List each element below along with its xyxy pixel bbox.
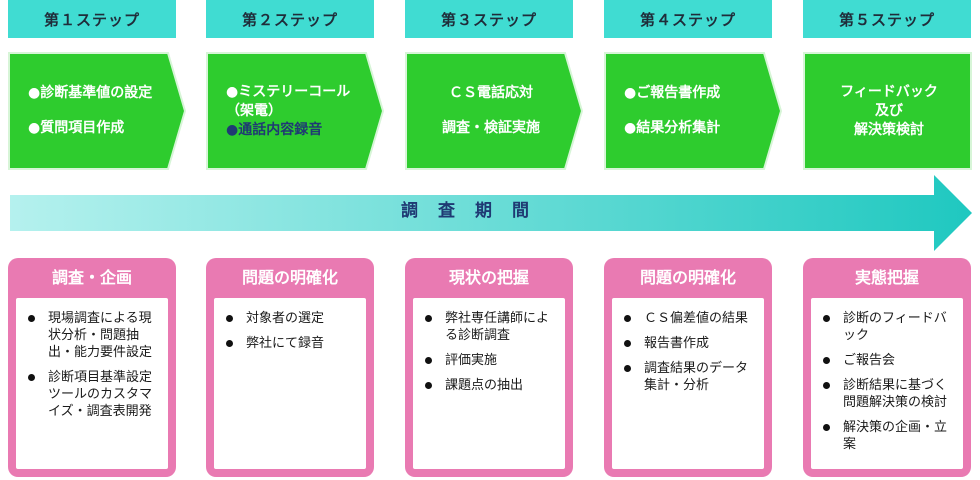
list-item: 調査結果のデータ集計・分析: [622, 360, 756, 394]
step-5-item-list: 診断のフィードバックご報告会診断結果に基づく問題解決策の検討解決策の企画・立案: [821, 310, 955, 453]
step-3-task-line: ＣＳ電話応対: [449, 85, 533, 101]
step-1-chevron-text: ●診断基準値の設定 ●質問項目作成: [8, 52, 178, 170]
step-1-item-list: 現場調査による現状分析・問題抽出・能力要件設定診断項目基準設定ツールのカスタマイ…: [26, 310, 160, 420]
step-5-chevron-shape: [803, 52, 972, 170]
step-4-card-title: 問題の明確化: [639, 268, 736, 287]
step-3-chevron-shape: [405, 52, 583, 170]
list-item: 弊社にて録音: [224, 335, 358, 352]
step-4-chevron: ●ご報告書作成 ●結果分析集計: [604, 52, 782, 170]
step-3-card-body: 弊社専任講師による診断調査評価実施課題点の抽出: [413, 298, 565, 469]
line-spacer: [28, 103, 172, 119]
step-2-chevron-shape: [206, 52, 384, 170]
step-5-task-line: 及び: [875, 102, 903, 119]
step-4-task-line: ●ご報告書作成: [624, 85, 721, 101]
step-5-chevron-text: フィードバック及び解決策検討: [803, 52, 973, 170]
step-2-card: 問題の明確化対象者の選定弊社にて録音: [206, 258, 374, 477]
step-1-task-line: ●診断基準値の設定: [28, 85, 153, 101]
step-5-card-body: 診断のフィードバックご報告会診断結果に基づく問題解決策の検討解決策の企画・立案: [811, 298, 963, 469]
step-5-card: 実態把握診断のフィードバックご報告会診断結果に基づく問題解決策の検討解決策の企画…: [803, 258, 971, 477]
step-1-chevron-shape: [8, 52, 186, 170]
step-3-card-title: 現状の把握: [448, 268, 529, 287]
step-2-task-line: （架電）: [226, 102, 282, 119]
step-4-task-line: ●結果分析集計: [624, 120, 721, 136]
step-5-task-line: フィードバック: [840, 83, 938, 100]
step-3-chevron-text: ＣＳ電話応対調査・検証実施: [405, 52, 575, 170]
list-item: 現場調査による現状分析・問題抽出・能力要件設定: [26, 310, 160, 361]
step-4-label: 第４ステップ: [604, 0, 772, 38]
list-item: ご報告会: [821, 352, 955, 369]
step-1-label: 第１ステップ: [8, 0, 176, 38]
step-5-label: 第５ステップ: [803, 0, 971, 38]
step-2-label: 第２ステップ: [206, 0, 374, 38]
step-1-chevron: ●診断基準値の設定 ●質問項目作成: [8, 52, 186, 170]
step-1-card-title: 調査・企画: [51, 268, 132, 287]
step-4-card-body: ＣＳ偏差値の結果報告書作成調査結果のデータ集計・分析: [612, 298, 764, 469]
step-1-card: 調査・企画現場調査による現状分析・問題抽出・能力要件設定診断項目基準設定ツールの…: [8, 258, 176, 477]
step-1-task-line: ●質問項目作成: [28, 120, 125, 136]
list-item: 対象者の選定: [224, 310, 358, 327]
step-2-task-line: ●通話内容録音: [226, 121, 323, 138]
step-2-chevron: ●ミステリーコール （架電） ●通話内容録音: [206, 52, 384, 170]
step-3-item-list: 弊社専任講師による診断調査評価実施課題点の抽出: [423, 310, 557, 394]
step-2-chevron-text: ●ミステリーコール （架電） ●通話内容録音: [206, 52, 376, 170]
step-5-task-line: 解決策検討: [854, 121, 924, 138]
step-1-card-body: 現場調査による現状分析・問題抽出・能力要件設定診断項目基準設定ツールのカスタマイ…: [16, 298, 168, 469]
list-item: ＣＳ偏差値の結果: [622, 310, 756, 327]
step-3-card: 現状の把握弊社専任講師による診断調査評価実施課題点の抽出: [405, 258, 573, 477]
list-item: 弊社専任講師による診断調査: [423, 310, 557, 344]
step-4-chevron-text: ●ご報告書作成 ●結果分析集計: [604, 52, 774, 170]
step-2-card-body: 対象者の選定弊社にて録音: [214, 298, 366, 469]
list-item: 評価実施: [423, 352, 557, 369]
step-2-card-title: 問題の明確化: [241, 268, 338, 287]
list-item: 診断結果に基づく問題解決策の検討: [821, 377, 955, 411]
step-5-chevron: フィードバック及び解決策検討: [803, 52, 980, 170]
step-4-chevron-shape: [604, 52, 782, 170]
step-3-label: 第３ステップ: [405, 0, 573, 38]
step-2-item-list: 対象者の選定弊社にて録音: [224, 310, 358, 352]
period-arrow: [10, 175, 972, 251]
step-4-card: 問題の明確化 ＣＳ偏差値の結果報告書作成調査結果のデータ集計・分析: [604, 258, 772, 477]
list-item: 診断のフィードバック: [821, 310, 955, 344]
list-item: 解決策の企画・立案: [821, 419, 955, 453]
list-item: 課題点の抽出: [423, 377, 557, 394]
step-3-task-line: 調査・検証実施: [442, 120, 540, 136]
list-item: 報告書作成: [622, 335, 756, 352]
list-item: 診断項目基準設定ツールのカスタマイズ・調査表開発: [26, 369, 160, 420]
step-5-card-title: 実態把握: [854, 268, 919, 287]
period-label: 調査期間: [401, 201, 549, 221]
step-4-item-list: ＣＳ偏差値の結果報告書作成調査結果のデータ集計・分析: [622, 310, 756, 394]
line-spacer: [624, 103, 768, 119]
step-3-chevron: ＣＳ電話応対調査・検証実施: [405, 52, 583, 170]
step-2-task-line: ●ミステリーコール: [226, 83, 351, 100]
